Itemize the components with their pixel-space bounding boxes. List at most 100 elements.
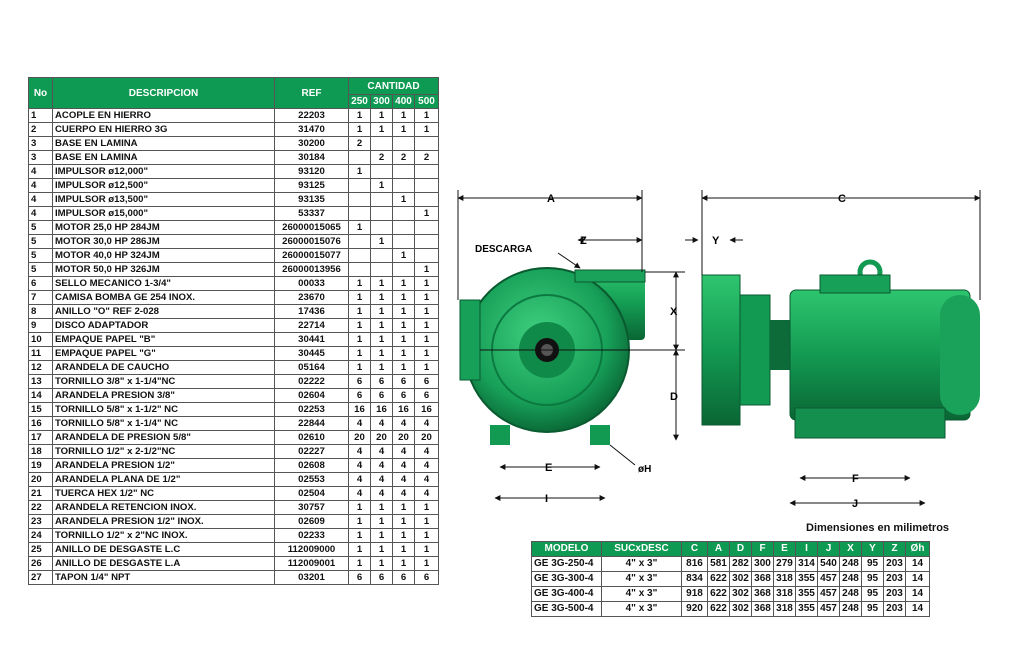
dimensions-cell: 355	[795, 571, 818, 587]
cell-ref: 22844	[274, 416, 349, 431]
cell-qty: 1	[348, 108, 371, 123]
pump-front-view	[459, 267, 646, 445]
cell-qty: 1	[392, 318, 415, 333]
dimensions-header-cell: SUCxDESC	[601, 541, 682, 557]
cell-qty	[370, 206, 393, 221]
header-ref: REF	[274, 77, 349, 109]
cell-no: 3	[28, 136, 53, 151]
cell-desc: MOTOR 25,0 HP 284JM	[52, 220, 275, 235]
dimensions-cell: 457	[817, 571, 840, 587]
dimensions-cell: 248	[839, 571, 862, 587]
header-size: 500	[414, 94, 439, 109]
dimensions-cell: 203	[883, 601, 906, 617]
cell-qty	[348, 206, 371, 221]
dimensions-cell: 248	[839, 586, 862, 602]
cell-qty: 2	[348, 136, 371, 151]
dimensions-cell: 203	[883, 586, 906, 602]
cell-qty: 1	[414, 318, 439, 333]
dimensions-cell: 622	[707, 601, 730, 617]
dimensions-cell: 622	[707, 571, 730, 587]
cell-qty: 1	[348, 164, 371, 179]
pump-side-view	[701, 259, 980, 439]
cell-qty: 4	[370, 458, 393, 473]
pump-drawing: A C Z Y X D E I F J øH DESCARGA	[457, 190, 981, 510]
cell-qty: 1	[392, 332, 415, 347]
dimensions-cell: 95	[861, 556, 884, 572]
cell-qty: 1	[414, 332, 439, 347]
dimensions-cell: 834	[681, 571, 708, 587]
cell-qty: 4	[414, 458, 439, 473]
cell-qty: 1	[370, 528, 393, 543]
cell-qty: 1	[348, 542, 371, 557]
dimensions-cell: 4" x 3"	[601, 601, 682, 617]
cell-qty: 1	[370, 318, 393, 333]
cell-ref: 93135	[274, 192, 349, 207]
cell-no: 18	[28, 444, 53, 459]
cell-ref: 53337	[274, 206, 349, 221]
cell-desc: TORNILLO 5/8" x 1-1/2" NC	[52, 402, 275, 417]
cell-qty: 6	[370, 388, 393, 403]
dimensions-cell: 540	[817, 556, 840, 572]
cell-qty	[414, 234, 439, 249]
cell-no: 14	[28, 388, 53, 403]
cell-qty: 1	[392, 528, 415, 543]
cell-qty	[370, 164, 393, 179]
dimensions-cell: 581	[707, 556, 730, 572]
dimensions-cell: 14	[905, 601, 930, 617]
cell-desc: CUERPO EN HIERRO 3G	[52, 122, 275, 137]
cell-qty: 1	[392, 500, 415, 515]
cell-qty	[392, 234, 415, 249]
cell-qty: 2	[392, 150, 415, 165]
cell-ref: 26000015076	[274, 234, 349, 249]
cell-ref: 02553	[274, 472, 349, 487]
dimensions-header-cell: C	[681, 541, 708, 557]
cell-qty: 1	[392, 346, 415, 361]
cell-qty: 1	[370, 108, 393, 123]
cell-qty: 20	[348, 430, 371, 445]
cell-no: 15	[28, 402, 53, 417]
cell-no: 9	[28, 318, 53, 333]
cell-ref: 26000015065	[274, 220, 349, 235]
cell-qty	[348, 234, 371, 249]
cell-qty: 1	[348, 290, 371, 305]
cell-qty: 4	[348, 472, 371, 487]
dim-z-label: Z	[580, 235, 587, 247]
cell-desc: ANILLO "O" REF 2-028	[52, 304, 275, 319]
cell-qty: 6	[370, 374, 393, 389]
cell-desc: IMPULSOR ø13,500"	[52, 192, 275, 207]
cell-qty	[392, 178, 415, 193]
cell-desc: TAPON 1/4" NPT	[52, 570, 275, 585]
cell-no: 3	[28, 150, 53, 165]
cell-desc: TORNILLO 1/2" x 2-1/2"NC	[52, 444, 275, 459]
dimensions-cell: 95	[861, 586, 884, 602]
dimensions-header-cell: J	[817, 541, 840, 557]
cell-no: 5	[28, 234, 53, 249]
dimensions-cell: 203	[883, 556, 906, 572]
dimensions-cell: 302	[729, 586, 752, 602]
cell-ref: 17436	[274, 304, 349, 319]
cell-ref: 02608	[274, 458, 349, 473]
cell-desc: ARANDELA PRESION 1/2" INOX.	[52, 514, 275, 529]
dimensions-header-cell: Øh	[905, 541, 930, 557]
dimensions-cell: 4" x 3"	[601, 586, 682, 602]
dim-c-label: C	[838, 193, 846, 205]
cell-qty: 1	[414, 556, 439, 571]
cell-desc: IMPULSOR ø15,000"	[52, 206, 275, 221]
cell-desc: TORNILLO 3/8" x 1-1/4"NC	[52, 374, 275, 389]
cell-ref: 02227	[274, 444, 349, 459]
dimensions-cell: 4" x 3"	[601, 571, 682, 587]
cell-ref: 02609	[274, 514, 349, 529]
dimensions-cell: 4" x 3"	[601, 556, 682, 572]
cell-qty: 1	[348, 528, 371, 543]
cell-qty: 1	[348, 556, 371, 571]
